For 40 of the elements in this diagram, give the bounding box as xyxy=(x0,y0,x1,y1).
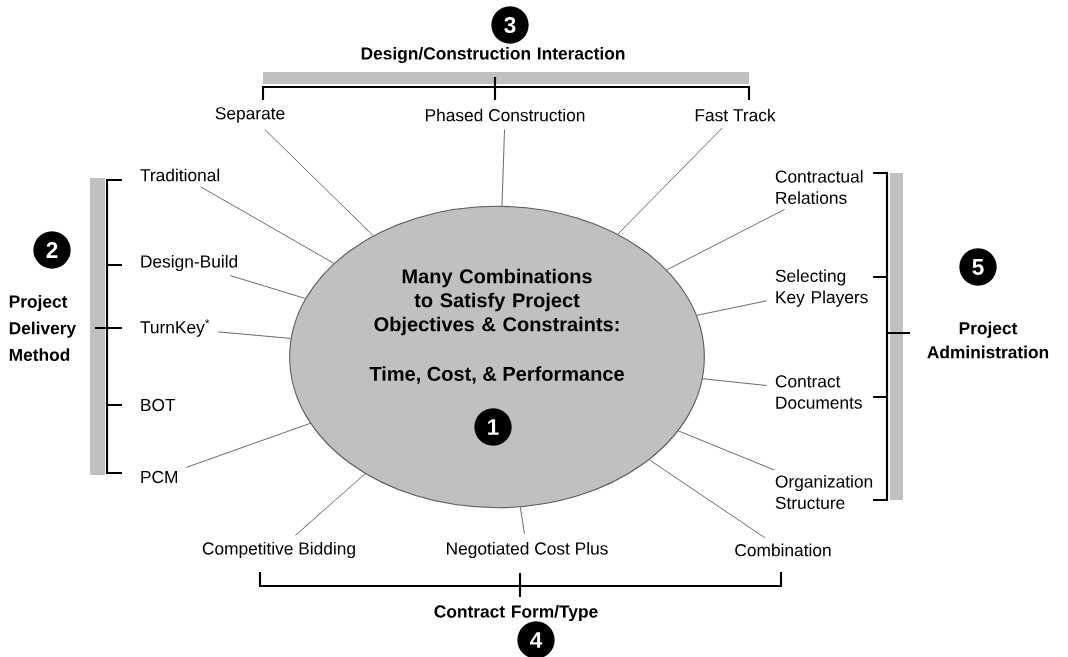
option-label: Separate xyxy=(215,107,285,123)
number-badge: 1 xyxy=(474,408,512,446)
center-text: Many Combinations to Satisfy Project Objectives & Constraints: xyxy=(374,268,619,336)
number-badge: 5 xyxy=(959,248,997,286)
connector-line xyxy=(519,506,525,535)
group-heading: Project Delivery Method xyxy=(9,294,77,362)
option-label: Combination xyxy=(735,543,831,557)
group-heading: Contract Form/Type xyxy=(434,604,598,622)
option-label: PCM xyxy=(141,470,178,484)
group-heading: Project Administration xyxy=(927,321,1049,359)
connector-line xyxy=(677,430,775,471)
number-badge: 2 xyxy=(33,231,71,269)
connector-line xyxy=(696,300,768,316)
connector-line xyxy=(186,422,311,468)
connector-line xyxy=(200,186,335,264)
connector-line xyxy=(649,459,766,539)
option-label: Negotiated Cost Plus xyxy=(447,541,608,559)
option-label: Contractual Relations xyxy=(775,169,863,205)
number-badge: 3 xyxy=(491,6,529,44)
option-label: BOT xyxy=(141,398,176,412)
connector-line xyxy=(218,331,292,339)
group-heading: Design/Construction Interaction xyxy=(361,46,625,64)
connector-line xyxy=(264,129,374,236)
option-label: Selecting Key Players xyxy=(775,269,868,307)
connector-line xyxy=(617,127,723,235)
option-label: Phased Construction xyxy=(425,108,585,122)
number-badge: 4 xyxy=(517,621,555,657)
option-label: Fast Track xyxy=(695,108,776,122)
option-label: Traditional xyxy=(140,168,220,182)
connector-line xyxy=(702,378,768,386)
connector-line xyxy=(501,129,505,207)
option-label: Organization Structure xyxy=(775,474,873,509)
option-label: Contract Documents xyxy=(775,375,862,409)
option-label: Design-Build xyxy=(141,254,238,272)
connector-line xyxy=(229,275,306,299)
connector-line xyxy=(666,209,785,271)
center-text: Time, Cost, & Performance xyxy=(369,366,624,384)
connector-line xyxy=(295,473,366,536)
option-label: TurnKey$^{*}$ xyxy=(140,319,210,337)
option-label: Competitive Bidding xyxy=(202,541,355,559)
